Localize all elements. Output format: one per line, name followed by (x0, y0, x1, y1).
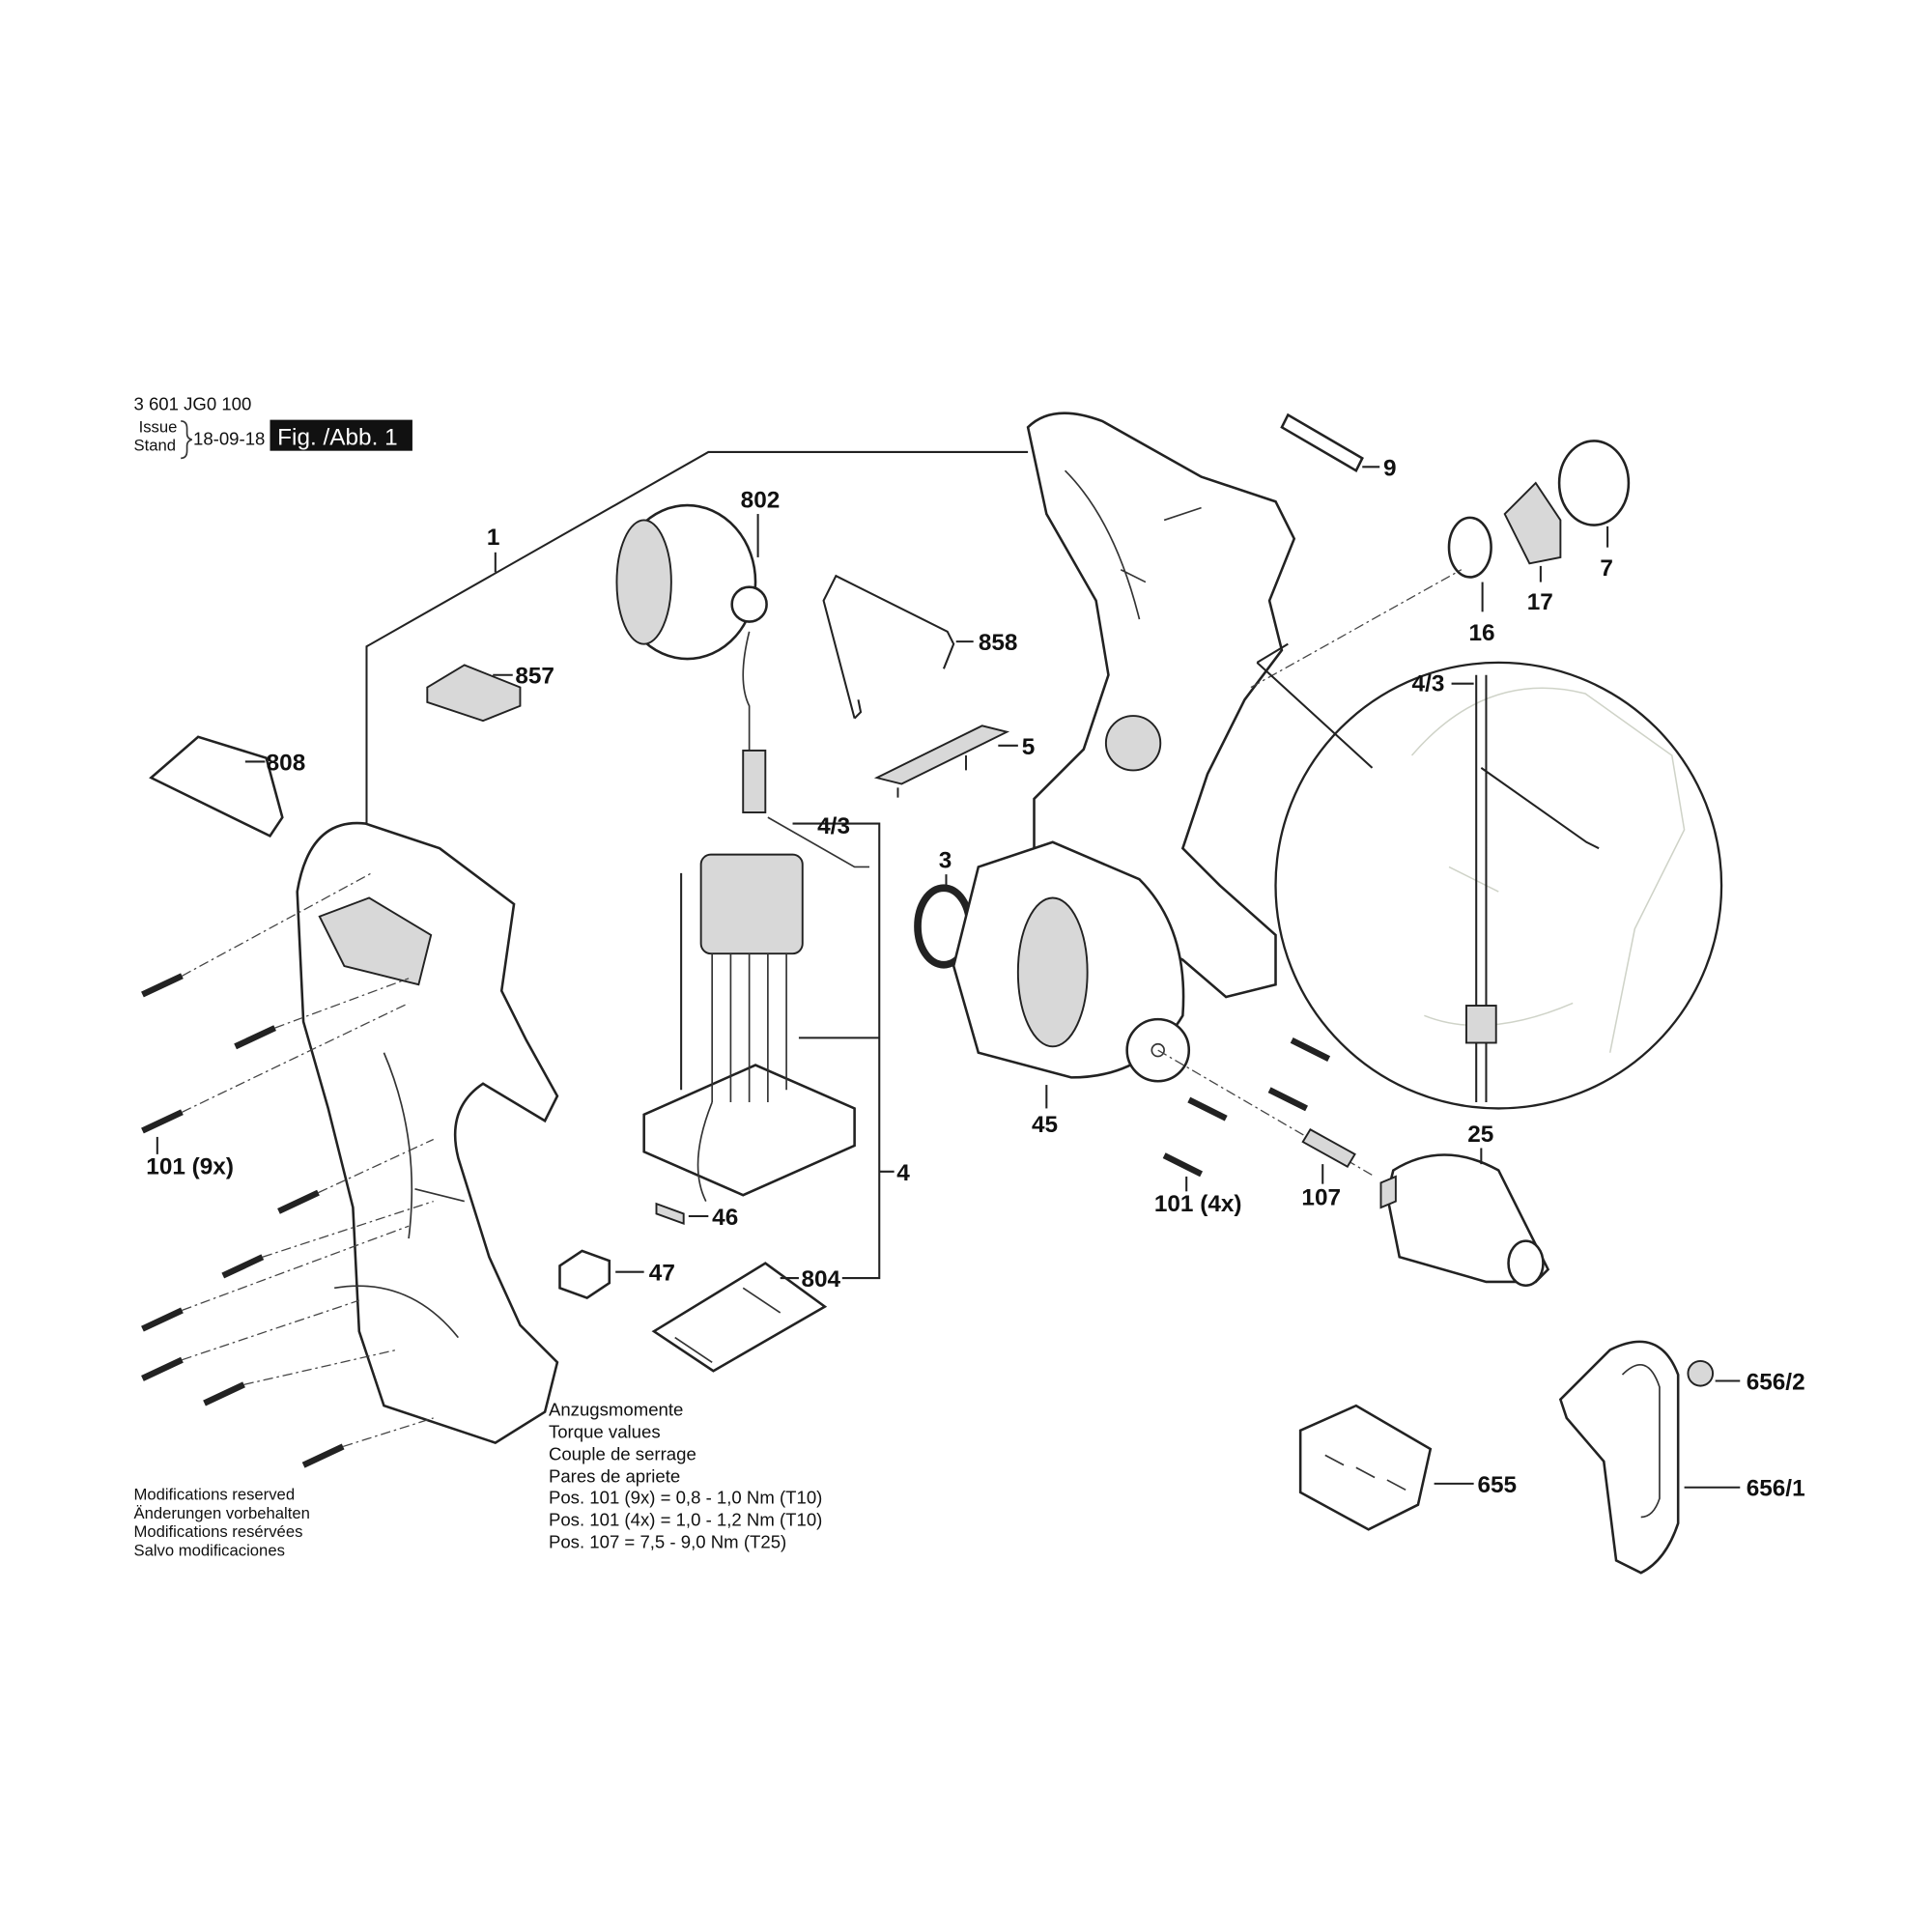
bracket-4 (792, 822, 895, 1280)
svg-text:Pos. 101 (4x) = 1,0 - 1,2 Nm (: Pos. 101 (4x) = 1,0 - 1,2 Nm (T10) (549, 1509, 822, 1529)
label-4-3: 4/3 (817, 813, 850, 839)
svg-text:Torque values: Torque values (549, 1421, 661, 1441)
part-47 (558, 1249, 611, 1300)
detail-circle (1274, 661, 1723, 1110)
svg-text:Pares de apriete: Pares de apriete (549, 1466, 680, 1487)
label-808: 808 (267, 750, 306, 776)
label-17: 17 (1527, 589, 1553, 615)
switch-assembly-4 (642, 816, 870, 1202)
label-107: 107 (1301, 1184, 1341, 1210)
housing-left-1 (296, 821, 559, 1444)
label-656-1: 656/1 (1747, 1476, 1805, 1502)
figure-badge (270, 419, 412, 451)
part-858 (822, 574, 955, 720)
label-25: 25 (1467, 1122, 1493, 1148)
svg-text:Salvo modificaciones: Salvo modificaciones (133, 1541, 284, 1559)
part-656-2 (1687, 1360, 1715, 1387)
part-808 (149, 735, 284, 838)
brace (181, 420, 192, 460)
label-4: 4 (896, 1160, 910, 1186)
label-1: 1 (487, 525, 500, 551)
label-45: 45 (1032, 1112, 1058, 1138)
part-655 (1298, 1404, 1433, 1531)
part-17 (1503, 481, 1562, 565)
part-16 (1447, 516, 1492, 579)
part-5 (873, 724, 1010, 798)
label-46: 46 (712, 1205, 738, 1231)
screw-107 (1301, 1127, 1356, 1168)
modifications-notice: Modifications reserved Änderungen vorbeh… (133, 1486, 309, 1560)
part-656-1 (1558, 1340, 1680, 1575)
housing-right-1 (1026, 412, 1296, 999)
stand-label: Stand (133, 437, 176, 455)
chuck-25 (1379, 1153, 1550, 1288)
motor-802 (615, 503, 768, 813)
issue-label: Issue (139, 417, 178, 436)
leader-1 (365, 450, 1029, 824)
issue-date: 18-09-18 (193, 428, 265, 448)
screws-101-left (141, 973, 345, 1468)
label-9: 9 (1383, 455, 1397, 481)
part-9 (1280, 412, 1364, 472)
part-number: 3 601 JG0 100 (133, 393, 251, 413)
torque-values: Anzugsmomente Torque values Couple de se… (549, 1399, 822, 1551)
label-655: 655 (1477, 1472, 1517, 1498)
label-16: 16 (1469, 620, 1495, 646)
svg-text:Pos. 101 (9x) = 0,8 - 1,0 Nm (: Pos. 101 (9x) = 0,8 - 1,0 Nm (T10) (549, 1487, 822, 1507)
label-5: 5 (1022, 734, 1036, 760)
label-3: 3 (939, 848, 952, 874)
label-101-4x: 101 (4x) (1154, 1191, 1242, 1217)
svg-text:Änderungen vorbehalten: Änderungen vorbehalten (133, 1504, 309, 1522)
gearbox-45 (952, 840, 1191, 1083)
label-857: 857 (515, 664, 554, 690)
svg-text:Pos. 107 = 7,5 - 9,0 Nm (T25): Pos. 107 = 7,5 - 9,0 Nm (T25) (549, 1532, 786, 1552)
label-656-2: 656/2 (1747, 1369, 1805, 1395)
part-7 (1557, 440, 1631, 526)
label-802: 802 (741, 488, 781, 514)
label-4-3-detail: 4/3 (1412, 670, 1445, 696)
part-804 (651, 1262, 828, 1373)
label-101-9x: 101 (9x) (146, 1153, 234, 1179)
part-46 (655, 1202, 685, 1226)
part-857 (426, 664, 522, 723)
figure-label: Fig. /Abb. 1 (277, 424, 398, 450)
svg-text:Modifications reserved: Modifications reserved (133, 1486, 295, 1504)
label-858: 858 (979, 630, 1018, 656)
label-7: 7 (1600, 555, 1613, 582)
screws-101-right (1162, 1037, 1331, 1178)
svg-text:Couple de serrage: Couple de serrage (549, 1444, 696, 1464)
svg-text:Modifications resérvées: Modifications resérvées (133, 1522, 302, 1541)
label-804: 804 (801, 1266, 840, 1293)
svg-text:Anzugsmomente: Anzugsmomente (549, 1399, 683, 1419)
label-47: 47 (649, 1261, 675, 1287)
